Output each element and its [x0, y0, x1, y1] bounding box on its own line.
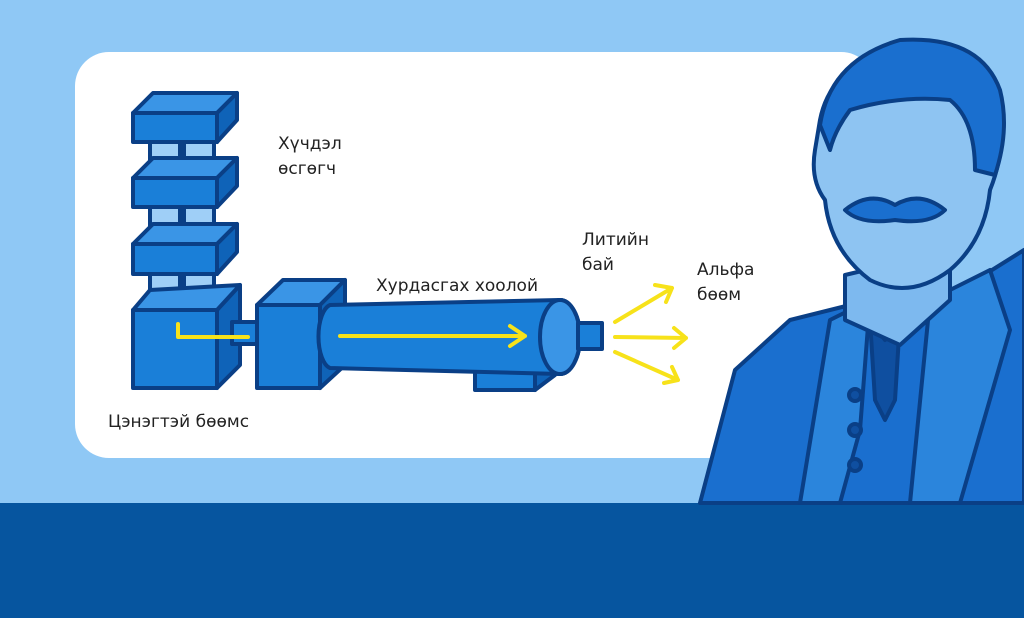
label-line: өсгөгч	[278, 159, 337, 179]
label-line: Хүчдэл	[278, 134, 342, 154]
label-charged-particles: Цэнэгтэй бөөмс	[108, 412, 250, 432]
scientist-portrait	[698, 37, 1024, 505]
label-line: Альфа	[697, 260, 755, 280]
label-line: Литийн	[582, 230, 649, 250]
voltage-multiplier-stack	[131, 91, 242, 390]
label-lithium-target: Литийн бай	[582, 228, 649, 278]
bottom-band	[0, 503, 1024, 618]
label-line: бай	[582, 255, 614, 275]
label-alpha-particles: Альфа бөөм	[697, 258, 754, 308]
particle-beam	[176, 283, 688, 385]
label-line: бөөм	[697, 285, 742, 305]
label-power-supply: Хүчдэл өсгөгч	[278, 132, 342, 182]
label-accelerator-tube: Хурдасгах хоолой	[376, 276, 539, 296]
